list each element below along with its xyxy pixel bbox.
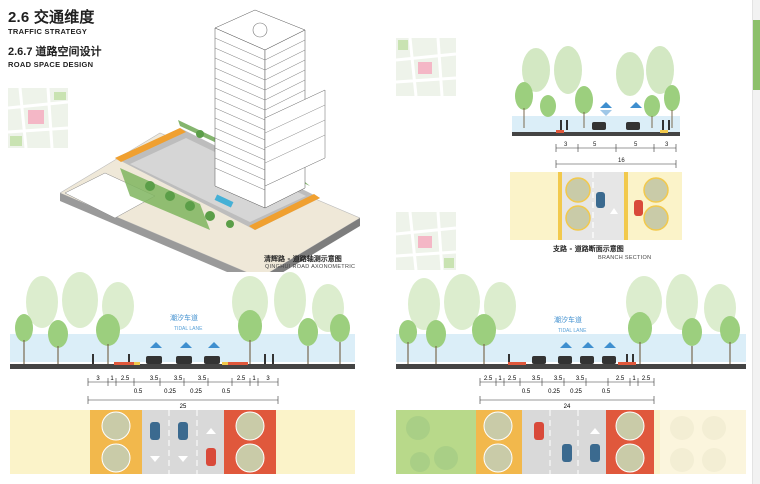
right-dim-4: 3.5 <box>532 376 541 382</box>
right-dim-b1: 0.5 <box>522 389 531 395</box>
branch-plan-drawing <box>510 172 682 240</box>
right-tide-lane-label-en: TIDAL LANE <box>558 328 587 334</box>
branch-caption: 支路 - 道路断面示意图 <box>553 245 624 253</box>
left-dim-b4: 0.5 <box>222 389 231 395</box>
left-dim-1: 3 <box>96 376 100 382</box>
right-dim-b2: 0.25 <box>548 389 560 395</box>
left-dim-b1: 0.5 <box>134 389 143 395</box>
axonometric-caption-en: QINGHUI ROAD AXONOMETRIC <box>265 264 356 270</box>
right-dim-b3: 0.25 <box>570 389 582 395</box>
right-dim-1: 2.5 <box>484 376 493 382</box>
left-dim-4: 3.5 <box>150 376 159 382</box>
branch-dim-1: 3 <box>564 142 568 148</box>
branch-section-drawing <box>512 40 680 168</box>
left-dim-6: 3.5 <box>198 376 207 382</box>
left-dim-total: 25 <box>180 404 187 410</box>
left-tide-lane-label-en: TIDAL LANE <box>174 326 203 332</box>
right-dim-7: 2.5 <box>616 376 625 382</box>
branch-dim-total: 16 <box>618 158 625 164</box>
right-dim-total: 24 <box>564 404 571 410</box>
left-dim-3: 2.5 <box>121 376 130 382</box>
right-dim-3: 2.5 <box>508 376 517 382</box>
branch-dim-4: 3 <box>665 142 669 148</box>
key-plan-map-3 <box>396 212 456 270</box>
key-plan-map-2 <box>396 38 456 96</box>
left-dim-5: 3.5 <box>174 376 183 382</box>
right-dim-6: 3.5 <box>576 376 585 382</box>
right-dim-5: 3.5 <box>554 376 563 382</box>
branch-caption-en: BRANCH SECTION <box>598 255 652 261</box>
key-plan-map-1 <box>8 88 68 148</box>
axonometric-caption: 清辉路 - 道路轴测示意图 <box>264 255 342 263</box>
left-tide-lane-label: 潮汐车道 <box>170 313 198 322</box>
axonometric-drawing <box>60 9 360 286</box>
left-dim-7: 2.5 <box>237 376 246 382</box>
subsection-title-en: ROAD SPACE DESIGN <box>8 60 94 69</box>
left-dim-2: 1 <box>110 376 114 382</box>
section-title: 2.6 交通维度 <box>8 9 95 26</box>
side-tab-marker <box>753 20 760 90</box>
subsection-title: 2.6.7 道路空间设计 <box>8 46 102 58</box>
right-dim-b4: 0.5 <box>602 389 611 395</box>
section-title-en: TRAFFIC STRATEGY <box>8 27 88 36</box>
right-dim-2: 1 <box>498 376 502 382</box>
branch-dim-3: 5 <box>634 142 638 148</box>
right-dim-8: 1 <box>632 376 636 382</box>
left-dim-b3: 0.25 <box>190 389 202 395</box>
left-dim-b2: 0.25 <box>164 389 176 395</box>
left-dim-8: 1 <box>252 376 256 382</box>
branch-dim-2: 5 <box>593 142 597 148</box>
section-left-drawing: 潮汐车道 TIDAL LANE 3 1 2.5 3.5 3.5 3.5 2.5 … <box>10 272 355 474</box>
section-right-drawing: 潮汐车道 TIDAL LANE 2.5 1 2.5 3.5 3.5 3.5 2.… <box>396 272 746 474</box>
left-dim-9: 3 <box>266 376 270 382</box>
right-dim-9: 2.5 <box>642 376 651 382</box>
side-navigation-tab <box>752 0 760 484</box>
right-tide-lane-label: 潮汐车道 <box>554 315 582 324</box>
